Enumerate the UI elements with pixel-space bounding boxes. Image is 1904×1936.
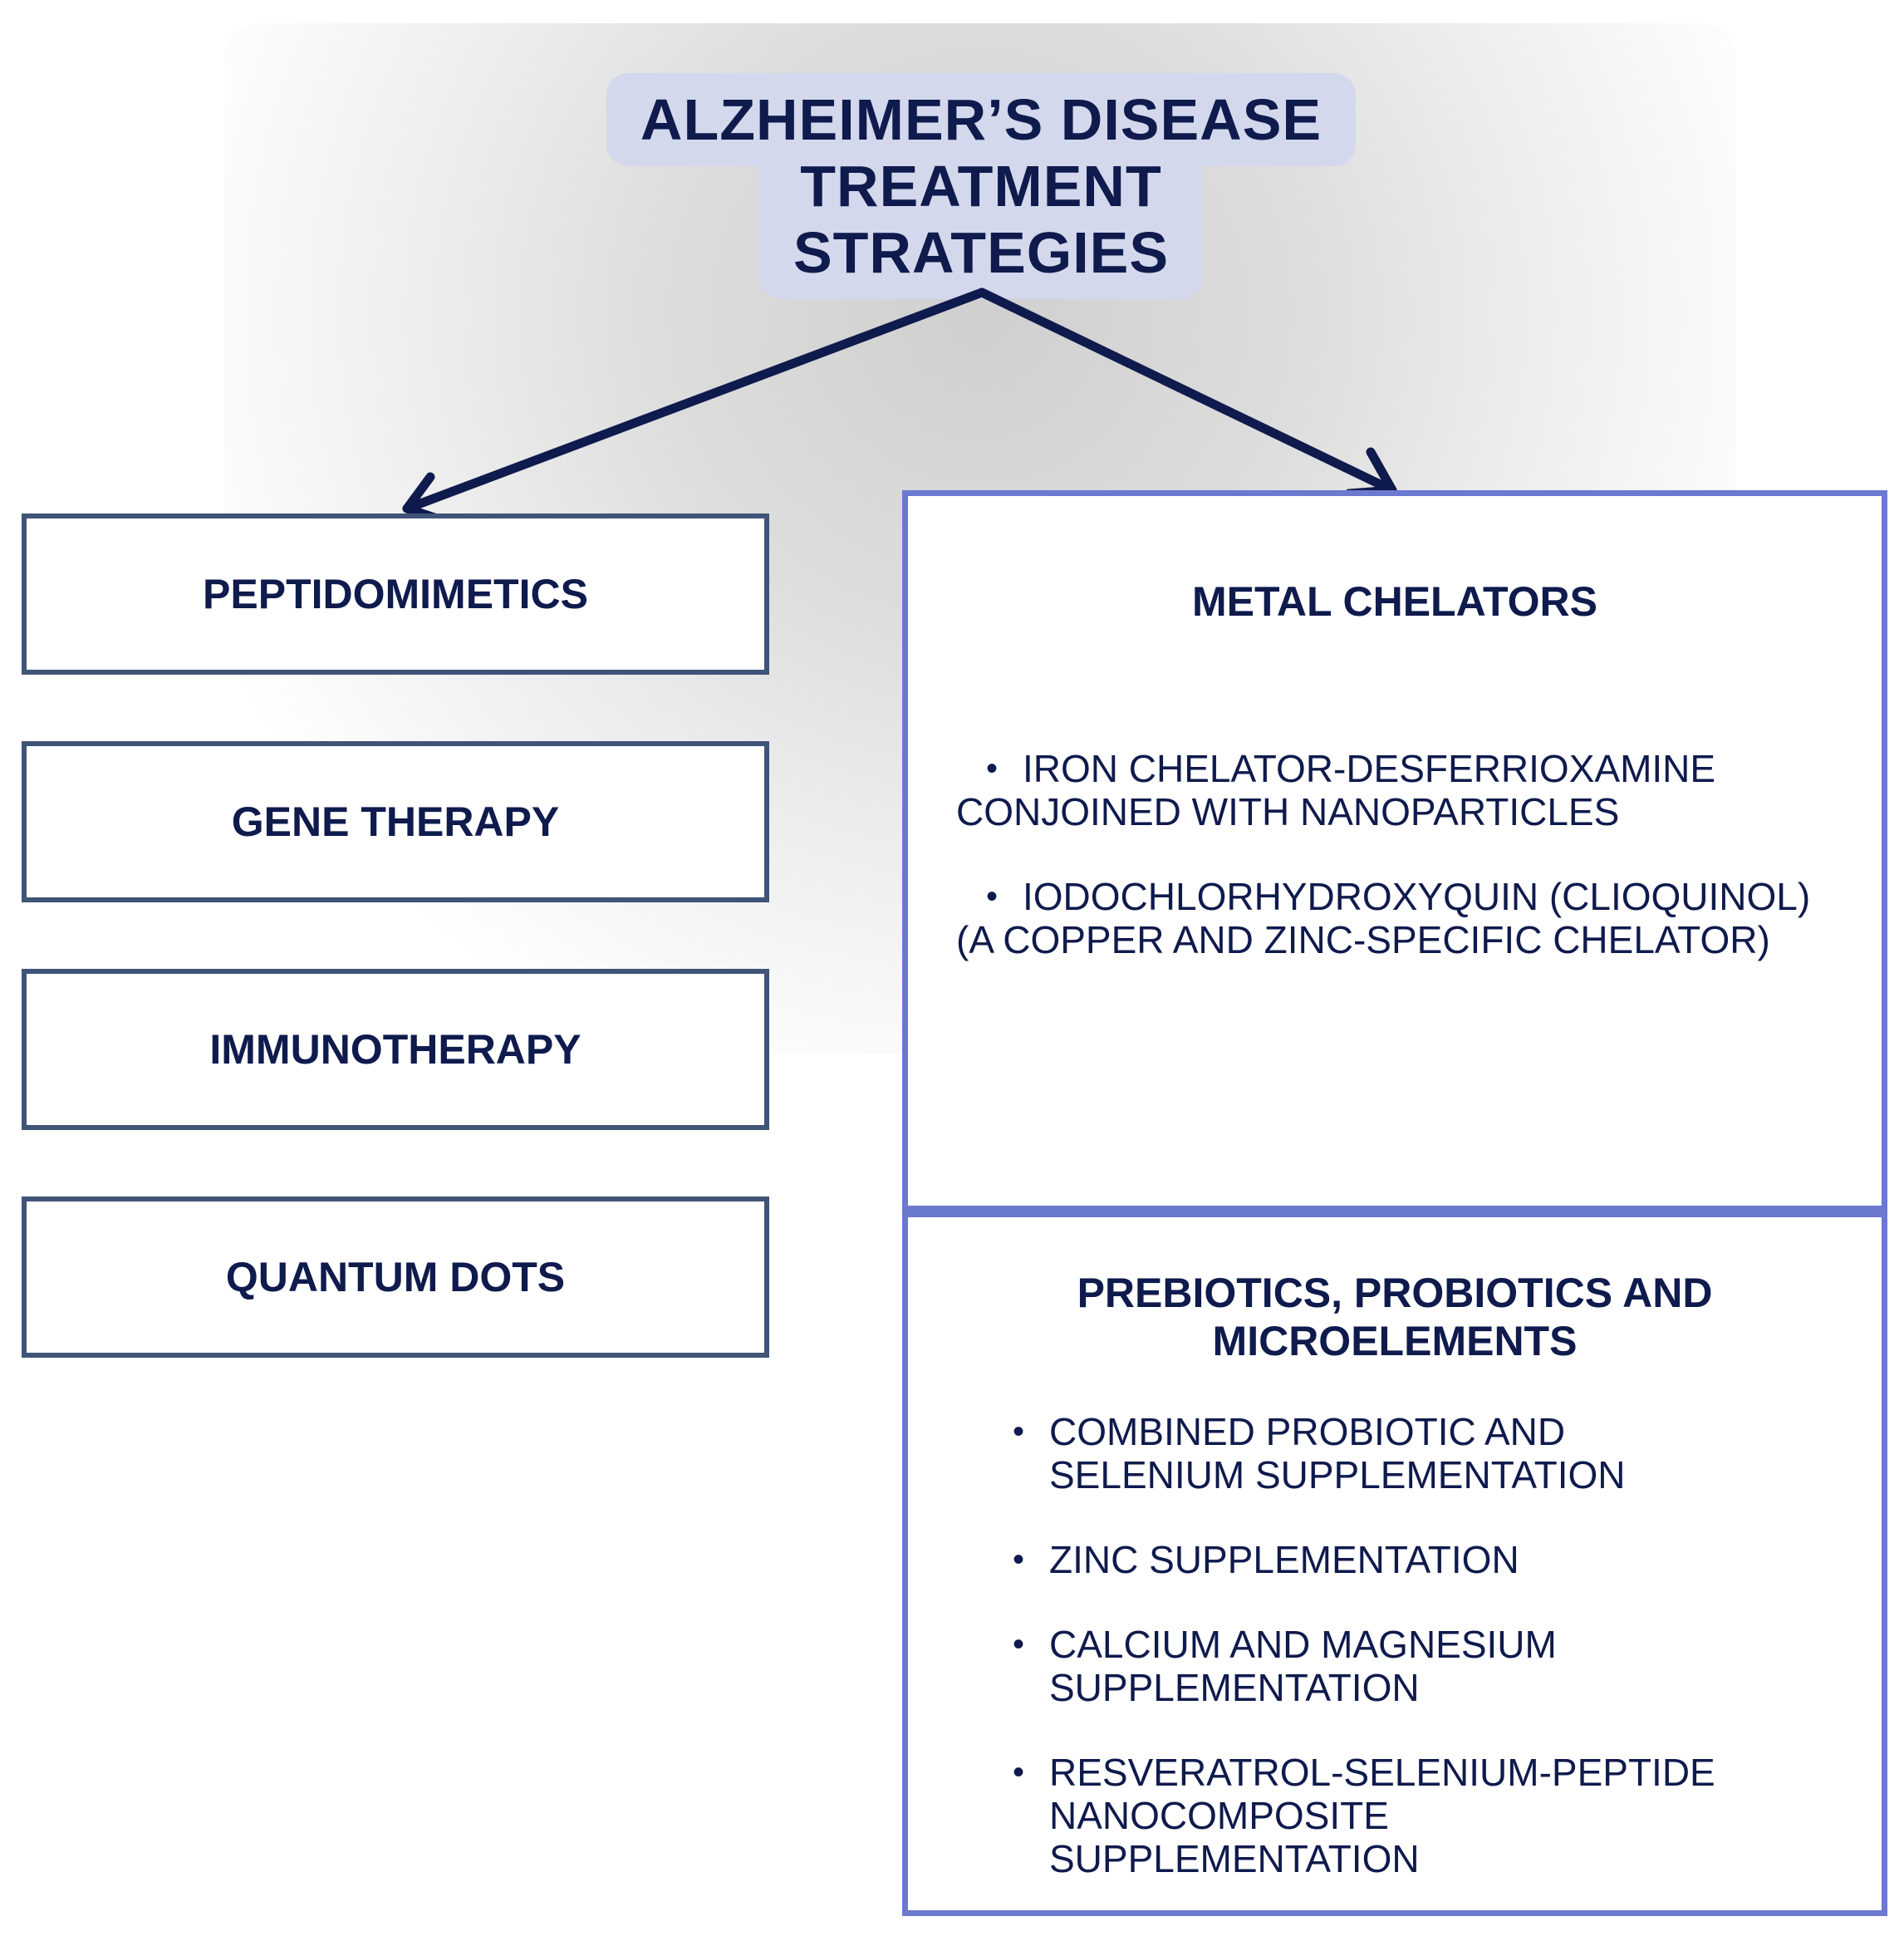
bullet-icon: •: [1013, 1413, 1025, 1450]
box-metal-chelators: METAL CHELATORS IRON CHELATOR-DESFERRIOX…: [902, 490, 1887, 1211]
item-line-1: COMBINED PROBIOTIC AND: [1049, 1410, 1566, 1453]
metal-chelator-item-1: IRON CHELATOR-DESFERRIOXAMINE CONJOINED …: [956, 747, 1715, 833]
heading-line-2: MICROELEMENTS: [1212, 1318, 1578, 1364]
item-line-2: SELENIUM SUPPLEMENTATION: [1049, 1453, 1626, 1496]
diagram-title: ALZHEIMER’S DISEASE TREATMENT STRATEGIES: [606, 86, 1356, 286]
title-line-1: ALZHEIMER’S DISEASE: [640, 87, 1322, 152]
item-line-3: SUPPLEMENTATION: [1049, 1837, 1420, 1880]
bullet-icon: •: [986, 878, 999, 915]
prebiotic-item-2: • ZINC SUPPLEMENTATION: [1013, 1538, 1519, 1581]
prebiotic-item-4: • RESVERATROL-SELENIUM-PEPTIDE NANOCOMPO…: [1013, 1751, 1715, 1880]
box-label: QUANTUM DOTS: [225, 1254, 566, 1300]
item-line-1: ZINC SUPPLEMENTATION: [1049, 1538, 1519, 1581]
box-label: IMMUNOTHERAPY: [209, 1026, 582, 1073]
box-label: PEPTIDOMIMETICS: [203, 571, 588, 617]
item-line-2: CONJOINED WITH NANOPARTICLES: [956, 790, 1620, 833]
bullet-icon: •: [1013, 1626, 1025, 1663]
box-label: GENE THERAPY: [231, 798, 560, 845]
box-prebiotics-probiotics-microelements: PREBIOTICS, PROBIOTICS AND MICROELEMENTS…: [902, 1211, 1887, 1916]
prebiotic-item-3: • CALCIUM AND MAGNESIUM SUPPLEMENTATION: [1013, 1623, 1557, 1709]
bullet-icon: •: [1013, 1754, 1025, 1791]
box-quantum-dots: QUANTUM DOTS: [22, 1196, 769, 1358]
prebiotics-heading: PREBIOTICS, PROBIOTICS AND MICROELEMENTS: [908, 1269, 1882, 1365]
title-background-bottom: [759, 141, 1203, 299]
metal-chelator-item-2: IODOCHLORHYDROXYQUIN (CLIOQUINOL) (A COP…: [956, 875, 1810, 961]
bullet-icon: •: [986, 750, 999, 787]
metal-chelators-heading: METAL CHELATORS: [1192, 578, 1597, 625]
heading-line-1: PREBIOTICS, PROBIOTICS AND: [1077, 1270, 1713, 1316]
title-line-2: TREATMENT: [800, 154, 1162, 219]
item-line-1: CALCIUM AND MAGNESIUM: [1049, 1623, 1557, 1666]
item-line-2: NANOCOMPOSITE: [1049, 1794, 1389, 1837]
box-peptidomimetics: PEPTIDOMIMETICS: [22, 513, 769, 675]
bullet-icon: •: [1013, 1541, 1025, 1578]
item-line-1: IODOCHLORHYDROXYQUIN (CLIOQUINOL): [1023, 875, 1811, 918]
box-gene-therapy: GENE THERAPY: [22, 741, 769, 902]
item-line-2: (A COPPER AND ZINC-SPECIFIC CHELATOR): [956, 918, 1770, 961]
prebiotic-item-1: • COMBINED PROBIOTIC AND SELENIUM SUPPLE…: [1013, 1410, 1626, 1496]
title-line-3: STRATEGIES: [793, 220, 1170, 285]
item-line-1: RESVERATROL-SELENIUM-PEPTIDE: [1049, 1751, 1715, 1794]
box-immunotherapy: IMMUNOTHERAPY: [22, 969, 769, 1130]
item-line-1: IRON CHELATOR-DESFERRIOXAMINE: [1023, 747, 1716, 790]
item-line-2: SUPPLEMENTATION: [1049, 1666, 1420, 1709]
